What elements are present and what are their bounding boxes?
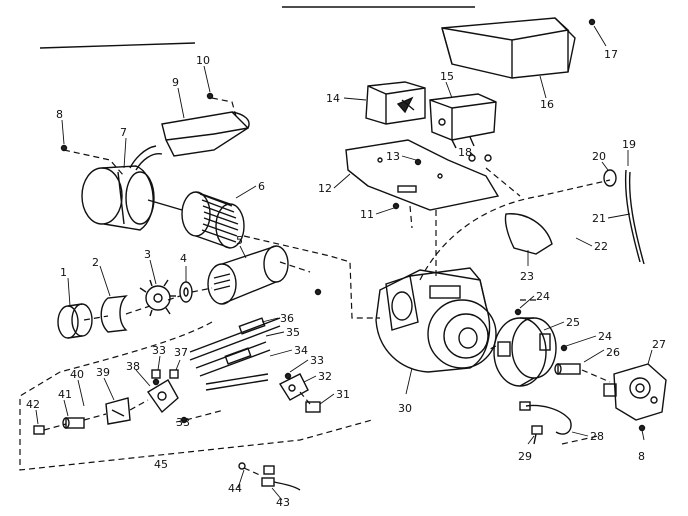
wire-lead-part	[238, 462, 301, 491]
callout-1: 1	[60, 266, 67, 279]
callout-39: 39	[96, 366, 110, 379]
callout-32: 32	[318, 370, 332, 383]
callout-22: 22	[594, 240, 608, 253]
fuel-pump-part	[603, 363, 667, 421]
callout-12: 12	[318, 182, 332, 195]
callout-24-upper: 24	[536, 290, 550, 303]
top-rule-lines	[39, 6, 475, 49]
bracket-part	[161, 111, 250, 157]
callout-6: 6	[258, 180, 265, 193]
callout-15: 15	[440, 70, 454, 83]
callout-33-bottom: 33	[176, 416, 190, 429]
relay-box-part	[365, 81, 426, 125]
callout-42: 42	[26, 398, 40, 411]
callout-34: 34	[294, 344, 308, 357]
callout-40: 40	[70, 368, 84, 381]
callout-36: 36	[280, 312, 294, 325]
blower-wheel-part	[181, 191, 245, 249]
small-hardware	[60, 18, 646, 432]
callout-30: 30	[398, 402, 412, 415]
nozzle-holder-part	[146, 369, 179, 414]
callout-27: 27	[652, 338, 666, 351]
cover-box-part	[441, 17, 576, 79]
callout-16: 16	[540, 98, 554, 111]
callout-33-right: 33	[310, 354, 324, 367]
washer-part	[179, 281, 193, 303]
callout-2: 2	[92, 256, 99, 269]
callout-8-left: 8	[56, 108, 63, 121]
callout-37: 37	[174, 346, 188, 359]
callout-43: 43	[276, 496, 290, 509]
callout-25: 25	[566, 316, 580, 329]
callout-29: 29	[518, 450, 532, 463]
callout-38: 38	[126, 360, 140, 373]
callout-14: 14	[326, 92, 340, 105]
air-tube-part	[207, 245, 289, 305]
callout-19: 19	[622, 138, 636, 151]
housing-flange-part	[493, 317, 557, 387]
curved-cover-part	[504, 213, 553, 255]
callout-18: 18	[458, 146, 472, 159]
callout-4: 4	[180, 252, 187, 265]
bushing-part	[305, 401, 321, 413]
callout-10: 10	[196, 54, 210, 67]
callout-11: 11	[360, 208, 374, 221]
electrode-assembly-part	[189, 317, 281, 391]
burner-housing-part	[375, 267, 497, 373]
callout-5: 5	[236, 234, 243, 247]
callout-7: 7	[120, 126, 127, 139]
callout-45: 45	[154, 458, 168, 471]
ring-part	[100, 295, 128, 333]
callout-44: 44	[228, 482, 242, 495]
electrode-clamp-part	[278, 373, 309, 401]
callout-41: 41	[58, 388, 72, 401]
callout-24-lower: 24	[598, 330, 612, 343]
nozzle-adapter-part	[554, 363, 581, 375]
mounting-plate-part	[345, 139, 500, 211]
cad-cell-part	[603, 169, 645, 265]
callout-9: 9	[172, 76, 179, 89]
fitting-part	[33, 417, 85, 435]
callout-20: 20	[592, 150, 606, 163]
callout-21: 21	[592, 212, 606, 225]
callout-13: 13	[386, 150, 400, 163]
callout-23: 23	[520, 270, 534, 283]
callout-17: 17	[604, 48, 618, 61]
impeller-part	[139, 279, 176, 317]
diffuser-plate-part	[105, 397, 131, 425]
callout-26: 26	[606, 346, 620, 359]
assembly-dashed-lines	[19, 97, 611, 477]
callout-28: 28	[590, 430, 604, 443]
callout-8-right: 8	[638, 450, 645, 463]
motor-part	[81, 145, 183, 231]
callout-labels: 1 2 3 4 5 6 7 8 8 9 10 11 12 13 14 15 16…	[26, 25, 666, 509]
callout-35: 35	[286, 326, 300, 339]
oil-tube-part	[519, 401, 572, 445]
callout-3: 3	[144, 248, 151, 261]
transformer-box-part	[429, 93, 497, 149]
callout-31: 31	[336, 388, 350, 401]
coupling-part	[57, 303, 93, 339]
callout-33-left: 33	[152, 344, 166, 357]
